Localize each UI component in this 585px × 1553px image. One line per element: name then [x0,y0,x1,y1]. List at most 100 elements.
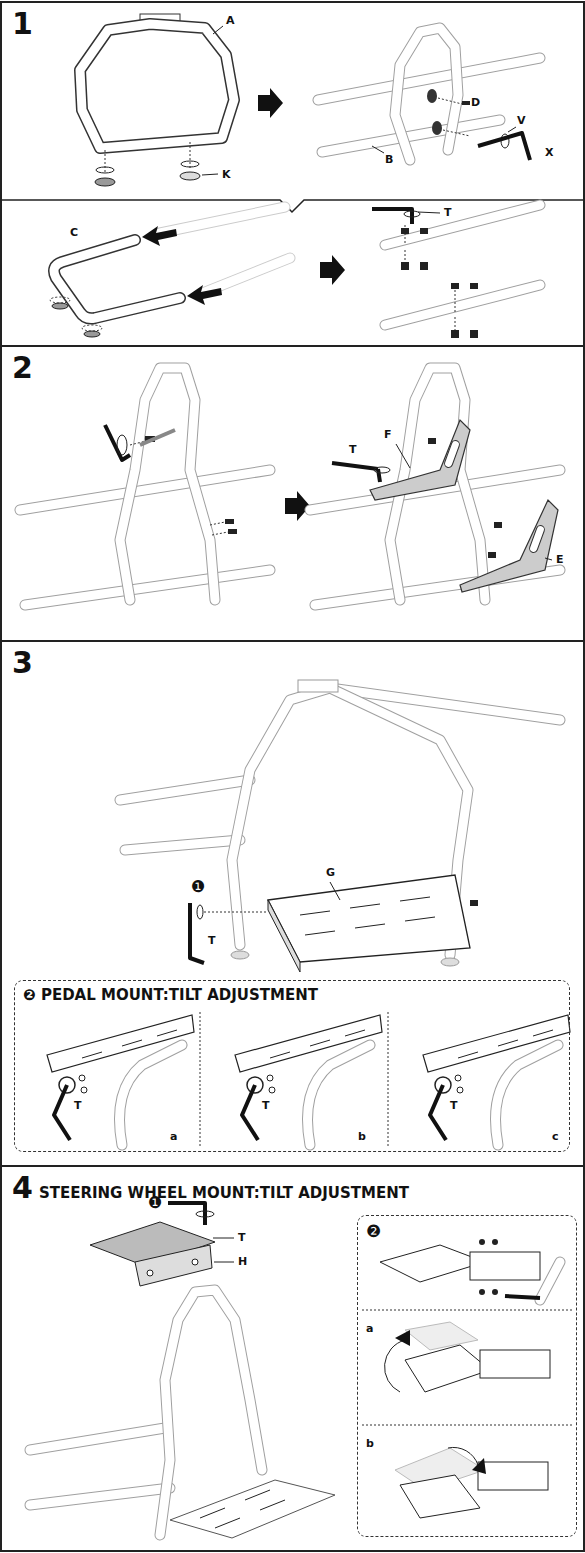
frame-b-part [438,98,470,136]
frame-full-part [298,680,338,692]
part-label: b [366,1437,374,1450]
part-label: B [385,153,393,166]
frame-side [20,368,270,605]
frame-b [318,28,540,160]
wheel-plate-h-part [213,1238,234,1262]
part-label: A [226,14,235,27]
pedal-plate-g-part [197,905,203,919]
tilt-steps-pedal-part [47,1015,194,1145]
frame-a-part [202,26,223,175]
detail-box: ❷ PEDAL MOUNT:TILT ADJUSTMENT [14,980,570,1152]
frame-wheel-part [30,1488,170,1505]
step-heading: ❷ [366,1221,381,1241]
tilt-steps-wheel-part [479,1289,485,1295]
frame-side-part [105,425,130,460]
tilt-steps-wheel-part [395,1330,410,1346]
frame-side-part [20,470,270,510]
rail-screws-part [404,211,420,217]
wheel-plate-h-part [196,1211,214,1217]
part-label: T [238,1231,246,1244]
u-tube-c-part [50,297,70,303]
rail-screws-part [401,228,409,234]
tilt-steps-wheel-part [540,1262,560,1300]
bracket-parts-part [428,438,436,444]
rail-screws-part [420,262,428,270]
bracket-parts-part [443,439,460,468]
tilt-steps-wheel-part [480,1350,550,1378]
rail-screws-part [451,330,459,338]
pedal-plate-g-part [190,903,204,963]
tilt-steps-pedal-part [200,1012,388,1146]
u-tube-c-part [54,240,180,318]
frame-full-part [120,780,250,800]
frame-side-part [117,435,127,455]
pedal-plate-g-part [470,900,478,906]
tilt-steps-wheel-part [472,1458,486,1474]
wheel-plate-h-part [147,1270,153,1276]
frame-full-part [441,958,459,966]
frame-wheel-part [200,1490,285,1528]
frame-wheel-part [30,1428,165,1450]
bracket-parts-part [488,552,496,558]
frame-b-part [478,133,530,160]
frame-side-part [120,368,215,600]
frame-full [120,680,560,966]
part-label: D [471,96,480,109]
wheel-plate-h-part [135,1245,212,1286]
tilt-steps-wheel-part [470,1252,540,1280]
u-tube-c-part [160,207,290,292]
part-label: T [262,1099,270,1112]
frame-wheel-part [30,1428,165,1450]
bracket-parts-part [494,522,502,528]
tilt-steps-pedal-part [423,1015,570,1145]
part-label: T [450,1099,458,1112]
wheel-plate-h [90,1203,234,1286]
tilt-steps-wheel-part [492,1289,498,1295]
callout-number: ❶ [191,878,205,896]
u-tube-c-part [84,331,100,337]
u-tube-c-part [52,303,68,309]
step-panel: 2 [0,345,585,642]
frame-full-part [120,780,250,800]
tilt-steps-wheel-part [540,1262,560,1300]
pedal-plate-g-part [330,882,340,900]
bracket-parts-part [370,420,470,500]
step-title: STEERING WHEEL MOUNT:TILT ADJUSTMENT [39,1184,409,1202]
rail-screws [372,205,540,338]
tilt-steps-wheel-part [405,1345,490,1392]
tilt-steps-wheel-part [505,1296,540,1298]
step-heading: 1 [12,7,33,41]
frame-side-part [120,368,215,600]
tilt-steps-wheel-part [380,1245,485,1282]
frame-side-part [25,570,270,605]
step-heading: 4 [12,1171,33,1205]
tilt-steps-wheel-part [405,1322,478,1350]
part-label: X [545,146,553,159]
frame-full-part [231,951,249,959]
frame-wheel-part [170,1480,335,1538]
tilt-steps-wheel-part [400,1475,480,1518]
part-label: T [349,443,357,456]
frame-wheel-part [30,1488,170,1505]
u-tube-c [50,207,290,337]
frame-a-part [96,167,114,173]
frame-a-part [80,24,234,148]
part-label: T [74,1099,82,1112]
part-label: a [170,1130,177,1143]
frame-side-part [140,430,175,445]
frame-a-part [180,172,200,180]
frame-a-part [95,178,115,186]
part-label: V [517,114,526,127]
bracket-parts-part [378,469,380,482]
frame-side-part [20,470,270,510]
frame-b-part [395,28,458,160]
panel-divider [2,200,583,212]
brackets-f-e [310,368,560,605]
frame-b-part [427,89,437,103]
part-label: K [222,168,231,181]
part-label: F [384,428,392,441]
frame-a [80,14,234,186]
frame-side-part [225,519,234,524]
u-tube-c-part [54,240,180,318]
